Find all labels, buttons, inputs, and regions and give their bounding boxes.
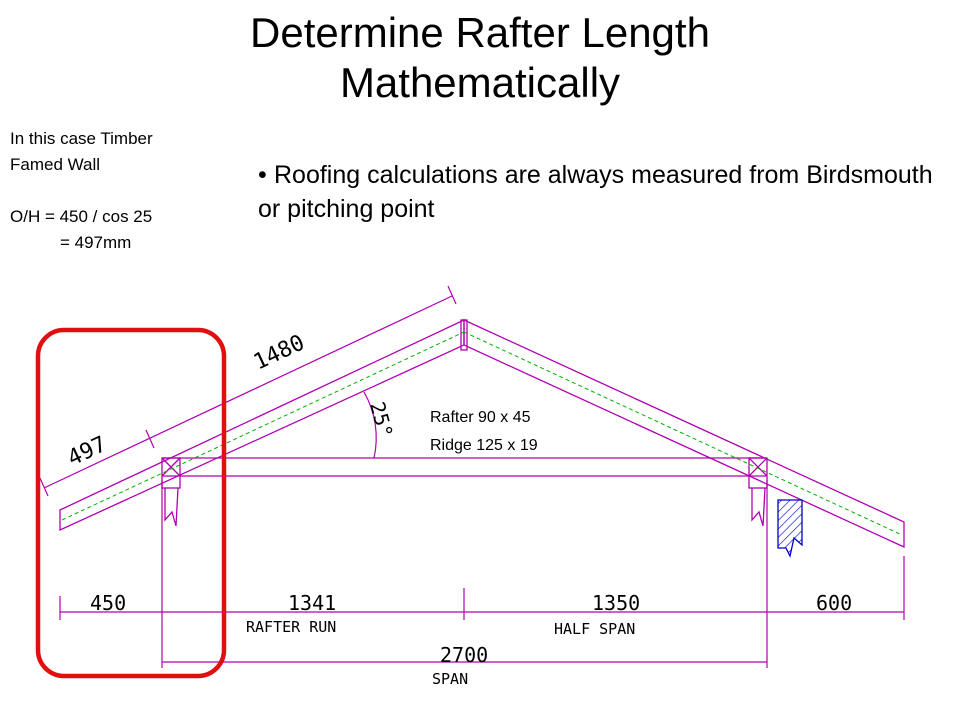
rafter-dimensions <box>39 285 457 497</box>
left-plate-cross-2 <box>161 457 181 477</box>
right-plate-cross-2 <box>748 457 768 477</box>
left-rafter-centerline <box>61 331 465 521</box>
note-line-2: Famed Wall <box>10 155 101 174</box>
ridge-board <box>460 319 468 351</box>
pitch-angle-label: 25° <box>365 399 398 440</box>
dim-span-label: SPAN <box>432 670 468 688</box>
dim-overhang-right: 600 <box>816 591 852 615</box>
title-line-2: Mathematically <box>339 59 621 107</box>
dim-half-span: 1350 <box>592 591 640 615</box>
dim-span: 2700 <box>440 643 488 667</box>
rafter-size: Rafter 90 x 45 <box>430 409 531 426</box>
rafter-dim-tick-left <box>39 477 49 497</box>
horizontal-dimensions <box>59 480 905 668</box>
right-stud-break <box>751 487 766 527</box>
dim-rafter-run-label: RAFTER RUN <box>246 618 336 636</box>
right-rafter-centerline <box>463 331 903 536</box>
dim-rafter-run: 1341 <box>288 591 336 615</box>
right-rafter <box>463 318 905 549</box>
dim-half-span-label: HALF SPAN <box>554 620 635 638</box>
bullet-point: •Roofing calculations are always measure… <box>258 158 938 226</box>
rafter-dim-tick-right <box>447 285 457 305</box>
note-line-1: In this case Timber <box>10 129 153 148</box>
rafter-dim-line <box>43 295 453 489</box>
bullet-icon: • <box>258 161 267 189</box>
slide-title: Determine Rafter Length Mathematically <box>0 8 960 109</box>
right-top-plate <box>748 457 768 489</box>
masonry-hatch <box>777 499 803 558</box>
member-sizes: Rafter 90 x 45 Ridge 125 x 19 <box>430 404 538 460</box>
overhang-highlight-box <box>35 327 227 679</box>
note-line-4: = 497mm <box>60 233 132 252</box>
dim-overhang-left: 450 <box>90 591 126 615</box>
bullet-text: Roofing calculations are always measured… <box>258 161 933 223</box>
title-line-1: Determine Rafter Length <box>250 9 710 56</box>
rafter-dim-tick-mid <box>145 429 155 449</box>
left-stud-break <box>164 487 179 527</box>
ridge-size: Ridge 125 x 19 <box>430 437 538 454</box>
note-line-3: O/H = 450 / cos 25 <box>10 207 153 226</box>
overhang-calculation-note: In this case Timber Famed Wall O/H = 450… <box>10 126 153 256</box>
left-top-plate <box>161 457 181 489</box>
roof-frame <box>59 318 905 549</box>
rafter-length-label: 1480 <box>250 330 309 375</box>
rafter-centerlines <box>61 331 903 536</box>
pitch-angle-arc <box>363 391 377 459</box>
overhang-length-label: 497 <box>64 432 111 471</box>
